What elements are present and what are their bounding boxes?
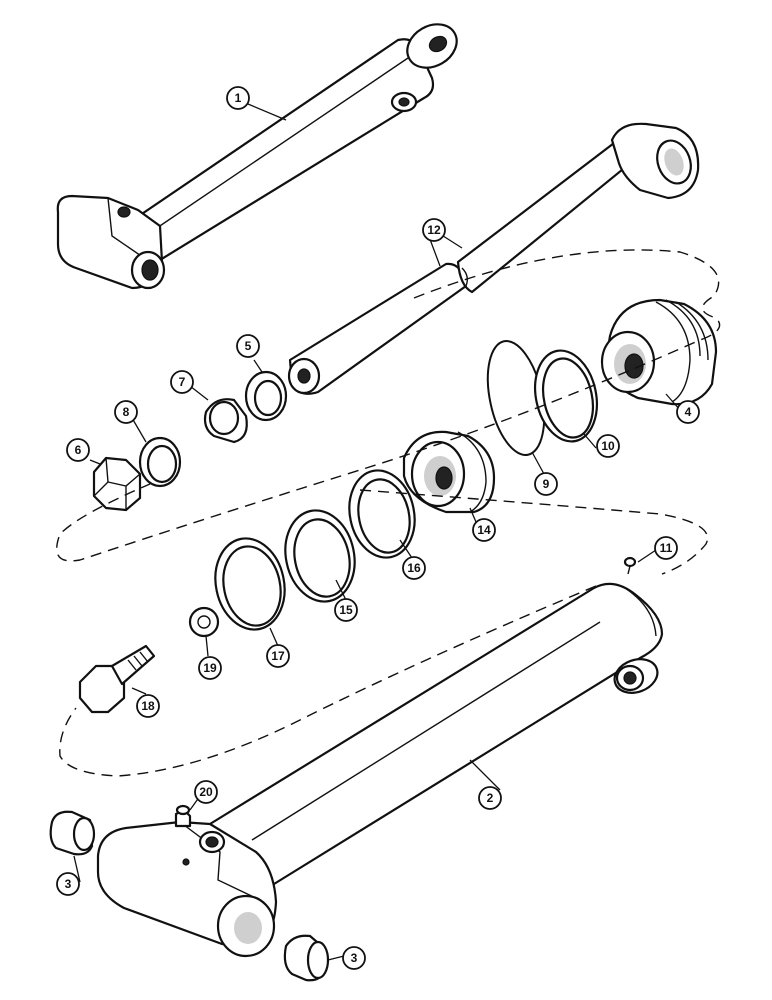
callout-circle (236, 334, 260, 358)
callout-label: 12 (427, 223, 441, 237)
callout-c20: 20 (194, 780, 218, 804)
callout-c1: 1 (226, 86, 250, 110)
callout-c9: 9 (534, 472, 558, 496)
callout-circle (136, 694, 160, 718)
callout-circle (194, 780, 218, 804)
backup-ring-10 (534, 349, 598, 443)
callout-label: 10 (601, 439, 615, 453)
callout-c7: 7 (170, 370, 194, 394)
bolt-18 (78, 644, 156, 714)
callout-c5: 5 (236, 334, 260, 358)
washer-19 (188, 606, 220, 638)
callout-label: 18 (141, 699, 155, 713)
callout-circle (422, 218, 446, 242)
callout-label: 1 (235, 91, 242, 105)
callout-c18: 18 (136, 694, 160, 718)
callout-label: 17 (271, 649, 285, 663)
seal-5 (244, 370, 288, 422)
callout-c3b: 3 (342, 946, 366, 970)
callout-label: 3 (351, 951, 358, 965)
barrel (96, 582, 664, 958)
callout-circle (170, 370, 194, 394)
callout-label: 11 (660, 541, 673, 555)
callout-circle (534, 472, 558, 496)
callout-circle (478, 786, 502, 810)
nut-6 (92, 456, 142, 512)
callout-c3a: 3 (56, 872, 80, 896)
bushing-3-left (49, 810, 96, 856)
grease-fitting-20 (174, 804, 192, 828)
callout-label: 6 (75, 443, 82, 457)
callout-c4: 4 (676, 400, 700, 424)
piston-seal-15 (284, 509, 356, 603)
wear-ring-17 (214, 537, 286, 631)
callout-c16: 16 (402, 556, 426, 580)
callout-label: 14 (477, 523, 491, 537)
callout-label: 15 (339, 603, 353, 617)
callout-label: 2 (487, 791, 494, 805)
callout-c8: 8 (114, 400, 138, 424)
callout-circle (654, 536, 678, 560)
callout-label: 19 (203, 661, 217, 675)
callout-circle (226, 86, 250, 110)
callout-circle (66, 438, 90, 462)
callout-label: 4 (685, 405, 692, 419)
callout-label: 20 (199, 785, 213, 799)
callout-circle (342, 946, 366, 970)
callout-c2: 2 (478, 786, 502, 810)
callout-c19: 19 (198, 656, 222, 680)
callout-c10: 10 (596, 434, 620, 458)
callout-circle (334, 598, 358, 622)
callout-circle (198, 656, 222, 680)
callout-c12: 12 (422, 218, 446, 242)
piston (402, 430, 496, 514)
seal-7 (203, 398, 248, 444)
washer-8 (138, 436, 182, 488)
callout-circle (596, 434, 620, 458)
group-outline-upper (56, 249, 721, 562)
callout-c11: 11 (654, 536, 678, 560)
callout-label: 9 (543, 477, 550, 491)
screw-11 (623, 556, 637, 575)
group-outline-lower (59, 489, 709, 777)
callout-label: 8 (123, 405, 130, 419)
callout-label: 16 (407, 561, 421, 575)
piston-rod (287, 122, 700, 395)
callout-circle (266, 644, 290, 668)
callout-label: 7 (179, 375, 186, 389)
callout-circle (402, 556, 426, 580)
callout-circle (676, 400, 700, 424)
callout-label: 5 (245, 339, 252, 353)
bushing-3-right (283, 934, 330, 982)
callout-c14: 14 (472, 518, 496, 542)
callout-label: 3 (65, 877, 72, 891)
callout-c15: 15 (334, 598, 358, 622)
callout-circle (114, 400, 138, 424)
callout-c17: 17 (266, 644, 290, 668)
callout-circle (472, 518, 496, 542)
gland-head (600, 298, 718, 406)
callout-circle (56, 872, 80, 896)
callout-c6: 6 (66, 438, 90, 462)
assembled-cylinder (56, 23, 458, 290)
